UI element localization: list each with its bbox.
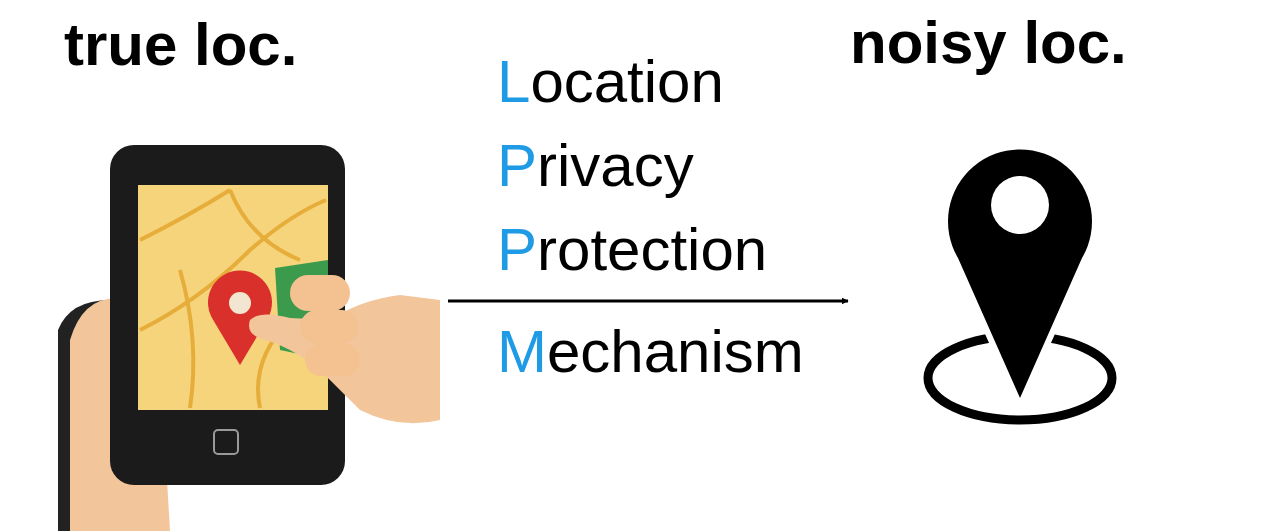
label-word: Mechanism <box>497 310 804 394</box>
label-word: Privacy <box>497 124 804 208</box>
illustration-node: true loc. <box>58 10 448 510</box>
home-button <box>214 430 238 454</box>
finger <box>290 275 350 311</box>
pin-outline-gap <box>948 149 1092 398</box>
right-hand <box>249 295 440 423</box>
finger <box>305 344 360 376</box>
node-heading: noisy loc. <box>848 8 1248 78</box>
map-pin-hole <box>229 292 251 314</box>
arrow-connector <box>448 300 848 303</box>
edge-label: Location Privacy Protection Mechanism <box>497 40 804 394</box>
label-word: Location <box>497 40 804 124</box>
phone-illustration <box>58 145 440 531</box>
illustration-node: noisy loc. <box>848 8 1248 428</box>
finger <box>300 310 358 344</box>
pin-head <box>948 149 1092 398</box>
pin-hole <box>991 176 1049 234</box>
node-heading: true loc. <box>58 10 448 80</box>
label-word: Protection <box>497 208 804 292</box>
pin-icon <box>928 149 1112 420</box>
